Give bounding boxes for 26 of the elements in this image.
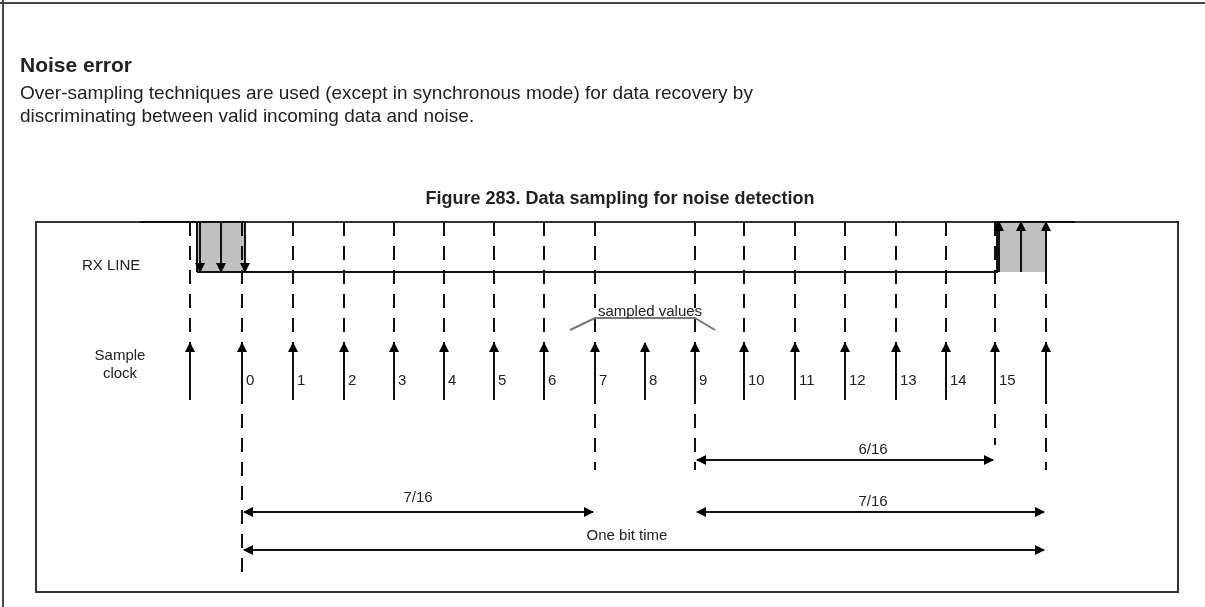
sample-number: 3 <box>398 371 407 389</box>
bracket-label: sampled values <box>597 302 703 320</box>
dimension-label: 7/16 <box>858 492 888 510</box>
sample-number: 1 <box>297 371 306 389</box>
sample-number: 14 <box>950 371 967 389</box>
signal-name: Sample clock <box>93 346 147 382</box>
figure-caption: Figure 283. Data sampling for noise detection <box>425 188 815 210</box>
sample-number: 12 <box>849 371 866 389</box>
heading: Noise error <box>20 52 133 78</box>
sample-number: 7 <box>599 371 608 389</box>
sample-number: 11 <box>799 371 815 389</box>
dimension-label: 7/16 <box>403 488 433 506</box>
dimension-label: 6/16 <box>858 440 888 458</box>
sample-number: 9 <box>699 371 708 389</box>
sample-number: 2 <box>348 371 357 389</box>
sample-number: 10 <box>748 371 765 389</box>
signal-name: RX LINE <box>82 256 141 274</box>
sample-number: 5 <box>498 371 507 389</box>
dimension-label: One bit time <box>586 526 668 544</box>
sample-number: 4 <box>448 371 457 389</box>
sample-number: 15 <box>999 371 1016 389</box>
paragraph: Over-sampling techniques are used (except in synchronous mode) for data recovery by discriminating between valid incoming data and noise. <box>20 82 754 128</box>
sample-number: 13 <box>900 371 917 389</box>
sample-number: 8 <box>649 371 658 389</box>
sample-number: 6 <box>548 371 557 389</box>
sample-number: 0 <box>246 371 255 389</box>
